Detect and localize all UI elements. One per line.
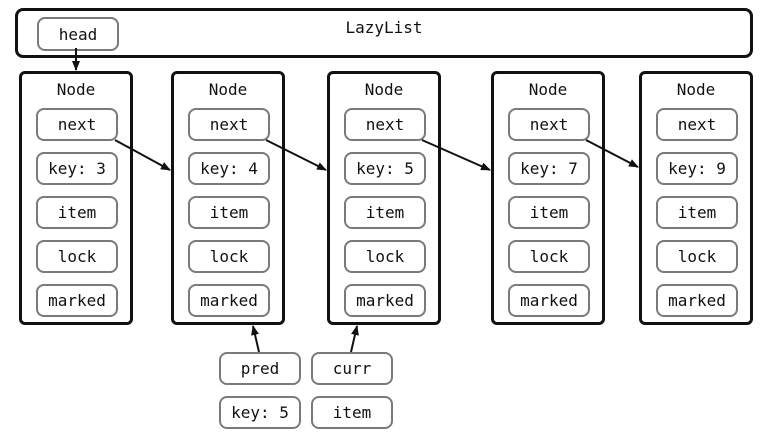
marked-field: marked [188, 284, 270, 317]
item-field: item [36, 196, 118, 229]
key-field: key: 9 [656, 152, 738, 185]
next-field: next [656, 108, 738, 141]
node-title: Node [528, 80, 568, 99]
item-field: item [508, 196, 590, 229]
pred-arrow [251, 325, 260, 353]
pred-label: pred [219, 352, 301, 385]
curr-label: curr [311, 352, 393, 385]
key-field: key: 7 [508, 152, 590, 185]
key-field: key: 5 [344, 152, 426, 185]
item-field: item [344, 196, 426, 229]
node-5: Node next key: 9 item lock marked [639, 71, 753, 325]
node-title: Node [676, 80, 716, 99]
lock-field: lock [656, 240, 738, 273]
lazylist-container: LazyList head [15, 8, 753, 58]
lock-field: lock [344, 240, 426, 273]
node-title: Node [208, 80, 248, 99]
node-1: Node next key: 3 item lock marked [19, 71, 133, 325]
marked-field: marked [36, 284, 118, 317]
head-field: head [37, 17, 119, 51]
node-title: Node [56, 80, 96, 99]
next-field: next [188, 108, 270, 141]
next-field: next [344, 108, 426, 141]
node-4: Node next key: 7 item lock marked [491, 71, 605, 325]
marked-field: marked [656, 284, 738, 317]
key-field: key: 3 [36, 152, 118, 185]
curr-item: item [311, 396, 393, 429]
next-field: next [508, 108, 590, 141]
node-3: Node next key: 5 item lock marked [327, 71, 441, 325]
pred-key: key: 5 [219, 396, 301, 429]
lock-field: lock [188, 240, 270, 273]
key-field: key: 4 [188, 152, 270, 185]
next-field: next [36, 108, 118, 141]
item-field: item [188, 196, 270, 229]
item-field: item [656, 196, 738, 229]
curr-arrow [350, 325, 359, 353]
lock-field: lock [508, 240, 590, 273]
lazylist-title: LazyList [345, 18, 423, 37]
node-title: Node [364, 80, 404, 99]
lock-field: lock [36, 240, 118, 273]
marked-field: marked [508, 284, 590, 317]
node-2: Node next key: 4 item lock marked [171, 71, 285, 325]
marked-field: marked [344, 284, 426, 317]
